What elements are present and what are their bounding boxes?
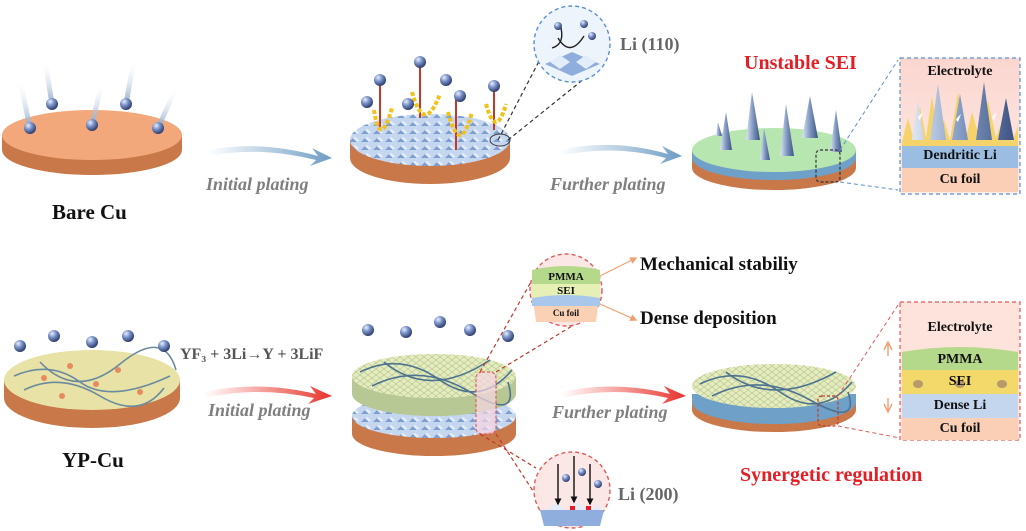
further-plating-label-top: Further plating	[550, 174, 666, 194]
synergetic-panel	[899, 301, 1021, 441]
dense-deposition-label: Dense deposition	[640, 308, 777, 329]
initial-plated-disk-top	[350, 114, 510, 184]
unstable-sei-label: Unstable SEI	[744, 52, 857, 74]
li-110-zoom	[489, 5, 611, 147]
top-panel-electrolyte: Electrolyte	[927, 64, 993, 79]
bottom-panel-dense-li: Dense Li	[933, 398, 987, 413]
sei-zoom-circle	[479, 253, 638, 373]
zoom-sei: SEI	[557, 285, 575, 297]
bottom-panel-electrolyte: Electrolyte	[927, 320, 993, 335]
initial-plating-label-top: Initial plating	[206, 174, 309, 194]
yp-cu-label: YP-Cu	[62, 448, 124, 472]
li-ions-yp	[14, 290, 170, 352]
mechanical-stability-label: Mechanical stabiliy	[640, 254, 798, 275]
synergetic-regulation-label: Synergetic regulation	[740, 464, 923, 486]
dense-li-disk	[692, 301, 901, 439]
li-200-zoom	[479, 433, 611, 529]
further-plating-arrow-bottom	[562, 386, 686, 404]
bottom-panel-pmma: PMMA	[937, 352, 983, 367]
stress-double-arrow	[883, 340, 893, 414]
bottom-panel-sei: SEI	[948, 374, 972, 389]
zoom-pmma: PMMA	[548, 271, 584, 283]
initial-plated-disk-bottom	[352, 354, 516, 456]
reaction-equation: YF₃ + 3Li→Y + 3LiF	[180, 346, 324, 363]
li-ions-middle-bottom	[362, 292, 514, 342]
zoom-cu-foil: Cu foil	[552, 308, 580, 318]
initial-plating-arrow-top	[208, 146, 332, 166]
further-plating-label-bottom: Further plating	[552, 402, 668, 422]
further-plating-arrow-top	[560, 144, 682, 164]
unstable-sei-panel	[899, 57, 1021, 195]
li-ions-deposition-paths	[361, 56, 508, 150]
bare-cu-disk	[2, 110, 182, 175]
top-panel-dendritic-li: Dendritic Li	[923, 148, 997, 163]
li-ions-bare	[17, 59, 179, 134]
bottom-panel-cu-foil: Cu foil	[939, 421, 981, 436]
li-200-label: Li (200)	[618, 484, 679, 504]
initial-plating-label-bottom: Initial plating	[208, 400, 311, 420]
bare-cu-label: Bare Cu	[52, 200, 127, 224]
dendritic-disk	[692, 59, 899, 191]
li-110-label: Li (110)	[620, 34, 680, 54]
initial-plating-arrow-bottom	[204, 386, 332, 404]
yp-cu-disk	[4, 346, 180, 428]
top-panel-cu-foil: Cu foil	[939, 172, 981, 187]
